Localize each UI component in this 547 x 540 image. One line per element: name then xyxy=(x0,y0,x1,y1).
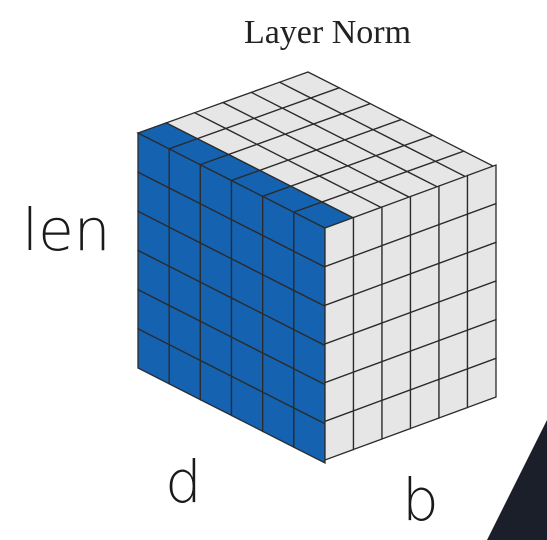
cube-cell-right xyxy=(466,357,497,409)
corner-shadow xyxy=(487,420,547,540)
axis-label-len: len xyxy=(22,196,111,264)
axis-label-d: d xyxy=(165,448,202,516)
axis-label-b: b xyxy=(402,466,439,534)
cube-face-len-b xyxy=(324,164,497,461)
diagram-title: Layer Norm xyxy=(243,14,412,51)
cube-face-top xyxy=(136,71,497,229)
cube-cell-front xyxy=(293,406,326,465)
cube-face-len-d xyxy=(137,131,326,465)
